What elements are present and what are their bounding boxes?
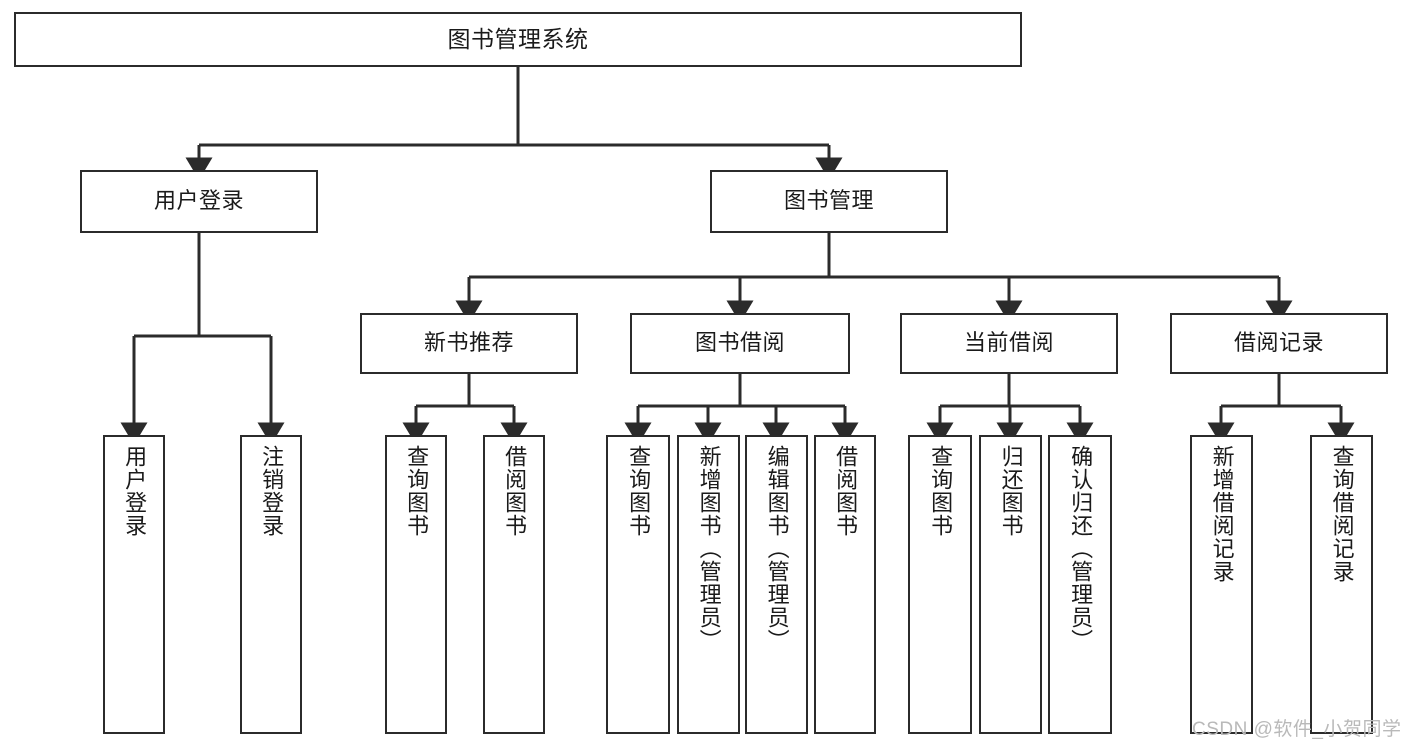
node-label: 确认归还（管理员） <box>1068 445 1094 652</box>
leaf-logout[interactable]: 注销登录 <box>240 435 302 734</box>
leaf-add-book-admin[interactable]: 新增图书（管理员） <box>677 435 740 734</box>
leaf-query-book-current[interactable]: 查询图书 <box>908 435 972 734</box>
node-label: 图书借阅 <box>694 330 785 356</box>
node-label: 查询图书 <box>626 445 652 537</box>
node-label: 新书推荐 <box>423 330 514 356</box>
leaf-borrow-book[interactable]: 借阅图书 <box>814 435 876 734</box>
node-book-borrow[interactable]: 图书借阅 <box>630 313 850 374</box>
leaf-query-book-borrow[interactable]: 查询图书 <box>606 435 670 734</box>
leaf-confirm-return-admin[interactable]: 确认归还（管理员） <box>1048 435 1112 734</box>
node-label: 用户登录 <box>153 188 244 214</box>
node-label: 当前借阅 <box>963 330 1054 356</box>
node-label: 编辑图书（管理员） <box>764 445 790 652</box>
node-label: 查询图书 <box>404 445 430 537</box>
leaf-query-book-recommend[interactable]: 查询图书 <box>385 435 447 734</box>
node-borrow-record[interactable]: 借阅记录 <box>1170 313 1388 374</box>
node-current-borrow[interactable]: 当前借阅 <box>900 313 1118 374</box>
node-label: 查询图书 <box>928 445 954 537</box>
node-label: 归还图书 <box>998 445 1024 537</box>
node-label: 借阅图书 <box>502 445 528 537</box>
node-root-system[interactable]: 图书管理系统 <box>14 12 1022 67</box>
node-label: 借阅记录 <box>1233 330 1324 356</box>
node-label: 注销登录 <box>259 445 285 537</box>
node-new-book-recommend[interactable]: 新书推荐 <box>360 313 578 374</box>
node-label: 新增图书（管理员） <box>696 445 722 652</box>
node-book-management[interactable]: 图书管理 <box>710 170 948 233</box>
leaf-return-book[interactable]: 归还图书 <box>979 435 1042 734</box>
leaf-borrow-book-recommend[interactable]: 借阅图书 <box>483 435 545 734</box>
leaf-query-borrow-record[interactable]: 查询借阅记录 <box>1310 435 1373 734</box>
node-user-login[interactable]: 用户登录 <box>80 170 318 233</box>
leaf-add-borrow-record[interactable]: 新增借阅记录 <box>1190 435 1253 734</box>
node-label: 图书管理 <box>783 188 874 214</box>
node-label: 图书管理系统 <box>447 26 589 53</box>
node-label: 借阅图书 <box>833 445 859 537</box>
leaf-user-login[interactable]: 用户登录 <box>103 435 165 734</box>
node-label: 查询借阅记录 <box>1329 445 1355 583</box>
watermark: CSDN @软件_小贺同学 <box>1192 719 1402 740</box>
node-label: 新增借阅记录 <box>1209 445 1235 583</box>
leaf-edit-book-admin[interactable]: 编辑图书（管理员） <box>745 435 808 734</box>
node-label: 用户登录 <box>122 445 148 537</box>
